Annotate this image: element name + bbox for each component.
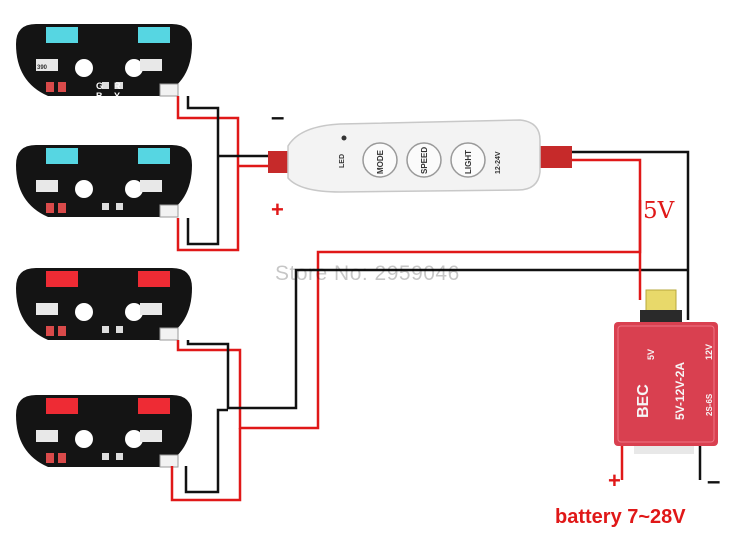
board1-red-wire [176,96,240,252]
light-button[interactable] [450,142,486,178]
bec-12v: 12V [704,344,714,360]
battery-label: battery 7~28V [555,506,686,528]
mode-button[interactable] [362,142,398,178]
led-label: LED [339,154,346,168]
bec-5v: 5V [646,349,656,360]
pad-y: Y [114,91,120,101]
five-volt-label: 5V [643,198,675,224]
speed-label: SPEED [420,147,429,174]
pad-labels: G R B Y 390 [37,65,121,101]
pad-g: G [96,81,103,91]
board3-red-wire [176,200,642,430]
bec-module: BEC 5V-12V-2A 5V 12V 2S-6S [614,289,718,454]
led-board-3 [15,267,193,341]
board1-black-wire [186,96,220,246]
led-board-1 [15,23,193,97]
led-controller: MODE SPEED LIGHT LED 12-24V [268,119,572,193]
battery-plus-sign: + [608,468,621,493]
bec-title: BEC [635,384,652,418]
voltage-label: 12-24V [495,151,502,174]
red-led-left [46,271,78,287]
pad-r: R [114,81,121,91]
light-label: LIGHT [464,150,473,174]
board4-red-wire [170,428,242,502]
bec-model: 5V-12V-2A [673,362,687,420]
plus-sign-mid: + [271,197,284,222]
led-board-2 [15,144,193,218]
red-led-left [46,398,78,414]
blue-led-left [46,148,78,164]
board3-black-wire [186,268,688,410]
led-board-4 [15,394,193,468]
board4-black-wire [184,408,228,494]
watermark: Store No: 2959046 [275,262,460,285]
bec-cells: 2S-6S [705,393,714,416]
pad-b: B [96,91,103,101]
battery-minus-sign: – [707,468,721,495]
blue-led-right [138,148,170,164]
chip-text: 390 [37,65,48,71]
blue-led-right [138,27,170,43]
red-led-right [138,398,170,414]
blue-led-left [46,27,78,43]
ctrl-right-red [570,158,642,300]
speed-button[interactable] [406,142,442,178]
red-led-right [138,271,170,287]
mode-label: MODE [376,149,385,174]
ctrl-right-black [570,150,690,270]
minus-sign-top: – [271,104,285,131]
